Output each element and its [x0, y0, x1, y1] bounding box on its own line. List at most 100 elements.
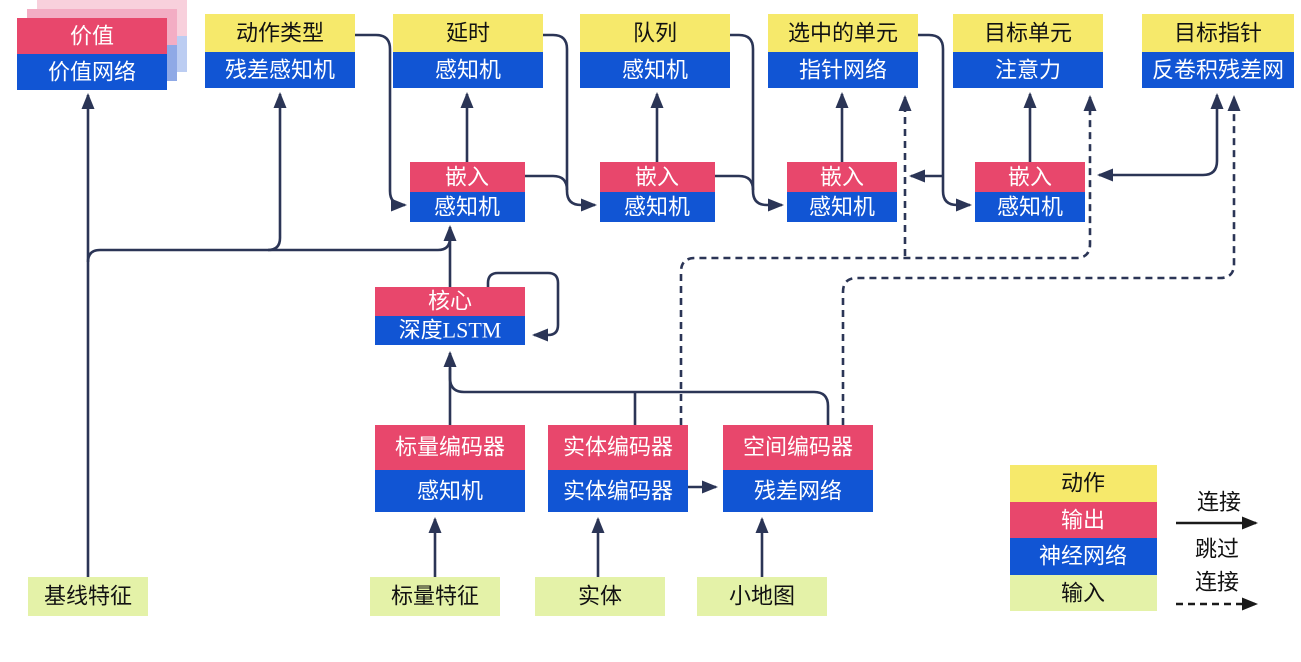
target-unit-label: 目标单元	[984, 21, 1072, 46]
wire-fan-to-actiontype	[267, 92, 287, 252]
node-delay: 延时 感知机	[393, 14, 543, 88]
input-scalar-features: 标量特征	[370, 577, 500, 616]
entity-encoder-network-label: 实体编码器	[563, 479, 673, 504]
embed4-network-label: 感知机	[997, 195, 1063, 220]
embed4-network-box	[975, 192, 1085, 222]
node-scalar-encoder: 标量编码器 感知机	[375, 425, 525, 512]
embed3-label: 嵌入	[820, 165, 864, 190]
target-point-network-box	[1142, 52, 1294, 88]
queue-action-box	[580, 14, 730, 52]
node-embed2: 嵌入 感知机	[600, 162, 715, 222]
embed2-network-label: 感知机	[624, 195, 690, 220]
queue-network-box	[580, 52, 730, 88]
value-output-box	[17, 18, 167, 54]
embed4-output-box	[975, 162, 1085, 192]
node-spatial-encoder: 空间编码器 残差网络	[723, 425, 873, 512]
node-embed3: 嵌入 感知机	[787, 162, 897, 222]
scalar-features-label: 标量特征	[391, 584, 479, 609]
wire-selected-to-embed4	[918, 33, 972, 212]
entities-label: 实体	[578, 584, 622, 609]
wire-embed1-merge	[525, 174, 569, 191]
embed2-network-box	[600, 192, 715, 222]
legend-input-label: 输入	[1061, 581, 1105, 606]
delay-network-box	[393, 52, 543, 88]
core-output-box	[375, 287, 525, 316]
baseline-features-label: 基线特征	[44, 584, 132, 609]
target-unit-network-label: 注意力	[995, 58, 1061, 83]
spatial-encoder-network-label: 残差网络	[754, 479, 842, 504]
scalar-features-box	[370, 577, 500, 616]
legend-connection-label: 连接	[1197, 490, 1241, 515]
target-point-action-box	[1142, 14, 1294, 52]
wire-queue-to-embed3	[730, 33, 784, 212]
embed3-network-box	[787, 192, 897, 222]
legend-action-label: 动作	[1061, 471, 1105, 496]
node-selected-units: 选中的单元 指针网络	[768, 14, 918, 88]
node-core: 核心 深度LSTM	[375, 287, 525, 345]
embed1-output-box	[410, 162, 525, 192]
baseline-features-box	[28, 577, 148, 616]
selected-units-network-label: 指针网络	[799, 58, 887, 83]
node-value: 价值 价值网络	[17, 0, 187, 90]
queue-network-label: 感知机	[622, 58, 688, 83]
input-entities: 实体	[535, 577, 665, 616]
scalar-encoder-label: 标量编码器	[395, 435, 505, 460]
wire-embed4-targetpoint	[1100, 93, 1224, 177]
selected-units-action-box	[768, 14, 918, 52]
node-embed4: 嵌入 感知机	[975, 162, 1085, 222]
value-network-box	[17, 54, 167, 90]
embed2-output-box	[600, 162, 715, 192]
legend-network-label: 神经网络	[1039, 544, 1127, 569]
legend-skip-label-line2: 连接	[1195, 570, 1239, 595]
node-queue: 队列 感知机	[580, 14, 730, 88]
node-target-point: 目标指针 反卷积残差网	[1142, 14, 1294, 88]
node-target-unit: 目标单元 注意力	[953, 14, 1103, 88]
node-entity-encoder: 实体编码器 实体编码器	[548, 425, 688, 512]
node-action-type: 动作类型 残差感知机	[205, 14, 355, 88]
target-unit-network-box	[953, 52, 1103, 88]
embed4-label: 嵌入	[1008, 165, 1052, 190]
skip-connections	[679, 95, 1241, 425]
value-network-label: 价值网络	[48, 60, 136, 85]
embed3-network-label: 感知机	[809, 195, 875, 220]
solid-connections	[81, 33, 1224, 577]
legend-skip-label-line1: 跳过	[1195, 537, 1239, 562]
delay-action-box	[393, 14, 543, 52]
skip-spatialenc-to-targetpoint	[841, 95, 1241, 425]
spatial-encoder-network-box	[723, 470, 873, 512]
delay-label: 延时	[446, 21, 490, 46]
skip-entityenc-to-targetunit	[679, 95, 1097, 425]
legend-action-swatch	[1010, 465, 1157, 502]
input-baseline-features: 基线特征	[28, 577, 148, 616]
minimap-box	[697, 577, 827, 616]
entity-encoder-output-box	[548, 425, 688, 470]
embed1-network-label: 感知机	[434, 195, 500, 220]
core-label: 核心	[428, 289, 472, 314]
entity-encoder-label: 实体编码器	[563, 435, 673, 460]
core-network-label: 深度LSTM	[399, 318, 502, 343]
scalar-encoder-output-box	[375, 425, 525, 470]
target-unit-action-box	[953, 14, 1103, 52]
delay-network-label: 感知机	[435, 58, 501, 83]
embed1-network-box	[410, 192, 525, 222]
minimap-label: 小地图	[729, 584, 795, 609]
input-minimap: 小地图	[697, 577, 827, 616]
target-point-label: 目标指针	[1174, 21, 1262, 46]
value-label: 价值	[70, 24, 114, 49]
entity-encoder-network-box	[548, 470, 688, 512]
scalar-encoder-network-box	[375, 470, 525, 512]
wire-spatialenc-merge	[448, 368, 830, 425]
embed2-label: 嵌入	[635, 165, 679, 190]
action-type-label: 动作类型	[236, 21, 324, 46]
scalar-encoder-network-label: 感知机	[417, 479, 483, 504]
action-type-network-box	[205, 52, 355, 88]
queue-label: 队列	[633, 21, 677, 46]
legend-input-swatch	[1010, 575, 1157, 611]
legend-output-swatch	[1010, 502, 1157, 538]
node-embed1: 嵌入 感知机	[410, 162, 525, 222]
legend: 动作 输出 神经网络 输入 连接 跳过 连接	[1010, 465, 1258, 611]
wire-embed2-merge	[715, 174, 755, 191]
spatial-encoder-output-box	[723, 425, 873, 470]
